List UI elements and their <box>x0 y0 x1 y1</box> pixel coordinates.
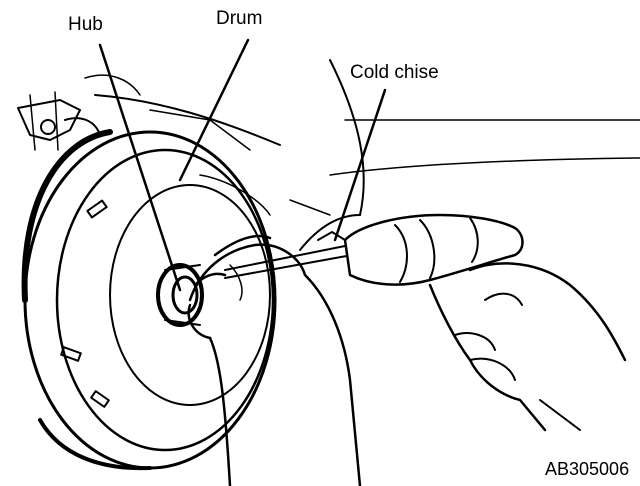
cold-chisel <box>224 231 353 279</box>
brake-backing-bracket <box>17 91 101 151</box>
drum-leader-line <box>178 38 250 182</box>
hub <box>156 263 204 327</box>
right-hand <box>428 262 627 432</box>
leader-lines <box>98 38 387 292</box>
brake-drum <box>21 129 277 471</box>
chisel-leader-line <box>333 88 387 242</box>
hub-label: Hub <box>68 14 103 35</box>
hub-leader-line <box>98 43 182 292</box>
cold-chisel-label: Cold chise <box>350 62 439 83</box>
figure-code-label: AB305006 <box>545 459 630 479</box>
hammer <box>343 213 524 286</box>
drum-label: Drum <box>216 8 263 29</box>
